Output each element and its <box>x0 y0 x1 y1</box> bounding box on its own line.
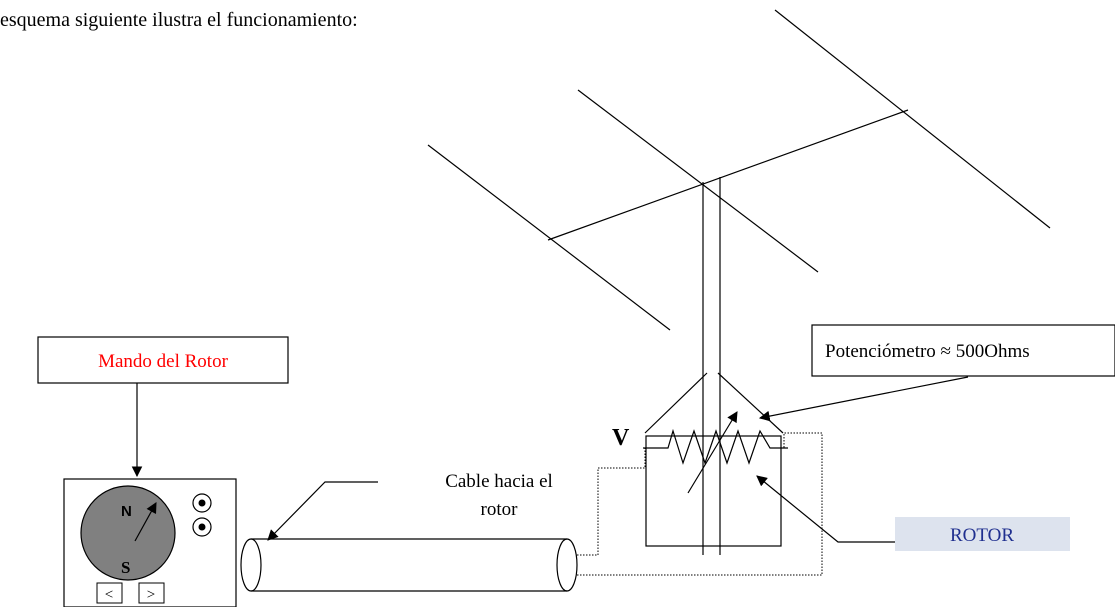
mando-label: Mando del Rotor <box>98 351 228 372</box>
potentiometer-pointer-arrow <box>758 376 969 422</box>
cable <box>240 538 578 592</box>
potentiometer <box>643 411 788 494</box>
antenna-mast <box>702 177 721 555</box>
dial-south-label: S <box>121 558 130 577</box>
antenna-element-2 <box>577 89 819 273</box>
cable-label-line1: Cable hacia el <box>445 471 553 492</box>
cable-end-right <box>556 538 578 592</box>
potentiometer-label-box <box>811 324 1115 377</box>
rotate-left-button[interactable] <box>96 582 123 604</box>
rotor-controller: N S < > <box>63 478 237 607</box>
yagi-antenna <box>427 9 1051 331</box>
cable-end-left <box>240 538 262 592</box>
voltage-label: V <box>612 425 630 451</box>
rotor-label: ROTOR <box>950 525 1014 546</box>
rotor-pointer-arrow <box>756 475 895 543</box>
dial-needle <box>134 502 157 542</box>
antenna-element-1 <box>774 9 1051 229</box>
rotate-left-label: < <box>105 587 113 603</box>
potentiometer-wiper <box>687 411 738 494</box>
potentiometer-label: Potenciómetro ≈ 500Ohms <box>825 341 1030 362</box>
rotor-label-box <box>895 517 1070 551</box>
intro-text: esquema siguiente ilustra el funcionamie… <box>0 9 358 31</box>
dial-north-label: N <box>121 503 132 520</box>
rotate-right-label: > <box>147 587 155 603</box>
wire-bottom <box>577 432 823 576</box>
rotate-right-button[interactable] <box>138 582 165 604</box>
cable-label-line2: rotor <box>481 499 519 520</box>
antenna-element-3 <box>427 144 671 331</box>
wire-top <box>577 448 646 556</box>
cable-pointer-arrow <box>267 481 378 541</box>
mando-label-box <box>37 336 289 384</box>
antenna-boom <box>547 109 909 241</box>
rotor-housing <box>644 372 784 547</box>
